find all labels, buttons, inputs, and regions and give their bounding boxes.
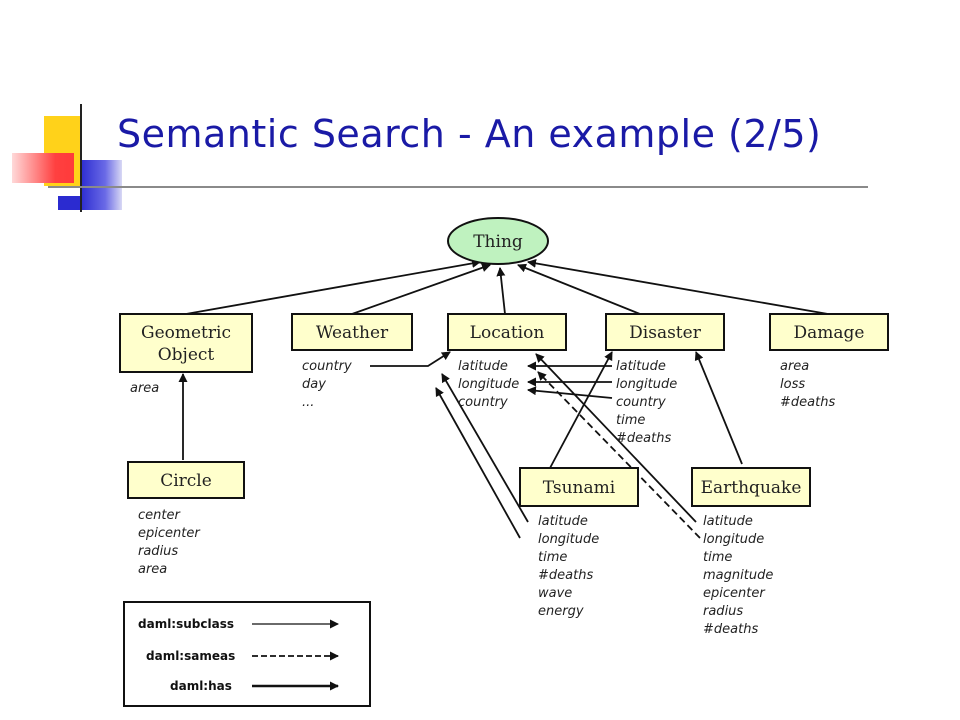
node-geometric-object-label-line2: Object — [158, 345, 215, 365]
node-geometric-object-box — [119, 313, 253, 373]
legend-label-has: daml:has — [170, 679, 232, 693]
node-disaster: Disaster — [605, 313, 725, 351]
attr-item: latitude — [703, 514, 753, 529]
attr-item: country — [458, 395, 508, 410]
edges-subclass — [178, 258, 829, 469]
edge-weather-country-to-location — [370, 351, 451, 367]
attr-item: area — [138, 562, 167, 577]
attrs-tsunami: latitude longitude time #deaths wave ene… — [538, 514, 599, 619]
node-damage-box — [769, 313, 889, 351]
attr-item: latitude — [616, 359, 666, 374]
edge-earthquake-longitude — [537, 371, 701, 539]
edge-weather-to-thing — [351, 263, 491, 315]
decor-red-square — [12, 153, 74, 183]
attr-item: #deaths — [538, 568, 593, 583]
edge-disaster-to-thing — [517, 263, 641, 315]
node-earthquake: Earthquake — [691, 467, 811, 507]
edge-disaster-country — [527, 386, 613, 399]
legend-label-subclass: daml:subclass — [138, 617, 234, 631]
node-thing-shape — [447, 217, 549, 265]
node-geometric-object-label-line1: Geometric — [141, 323, 231, 343]
attr-item: ... — [302, 395, 314, 410]
node-thing-label: Thing — [473, 232, 523, 252]
attr-item: longitude — [703, 532, 764, 547]
attr-item: radius — [703, 604, 743, 619]
attr-item: longitude — [458, 377, 519, 392]
attr-item: country — [302, 359, 352, 374]
node-location-box — [447, 313, 567, 351]
edge-earthquake-to-disaster — [694, 351, 743, 465]
node-weather-box — [291, 313, 413, 351]
node-thing: Thing — [447, 217, 549, 265]
attr-item: area — [130, 381, 159, 396]
attr-item: time — [616, 413, 645, 428]
legend: daml:subclass daml:sameas daml:has — [123, 601, 371, 707]
attr-item: area — [780, 359, 809, 374]
attr-item: magnitude — [703, 568, 773, 583]
node-earthquake-box — [691, 467, 811, 507]
edge-tsunami-latitude — [441, 373, 529, 523]
decor-blue-square — [80, 160, 122, 210]
attr-item: epicenter — [138, 526, 201, 541]
attr-item: energy — [538, 604, 584, 619]
node-tsunami: Tsunami — [519, 467, 639, 507]
node-circle-label: Circle — [160, 471, 212, 491]
node-tsunami-label: Tsunami — [543, 478, 616, 498]
decor-vertical-line — [80, 104, 82, 212]
attr-item: day — [302, 377, 326, 392]
edge-damage-to-thing — [527, 258, 829, 315]
attr-item: epicenter — [703, 586, 766, 601]
edge-earthquake-latitude — [535, 353, 697, 523]
node-disaster-box — [605, 313, 725, 351]
attrs-earthquake: latitude longitude time magnitude epicen… — [703, 514, 773, 637]
node-disaster-label: Disaster — [629, 323, 702, 343]
attr-item: radius — [138, 544, 178, 559]
attrs-location: latitude longitude country — [458, 359, 519, 410]
attrs-damage: area loss #deaths — [780, 359, 835, 410]
attr-item: latitude — [538, 514, 588, 529]
node-tsunami-box — [519, 467, 639, 507]
attr-item: country — [616, 395, 666, 410]
attrs-geometric-object: area — [130, 381, 159, 396]
node-earthquake-label: Earthquake — [701, 478, 802, 498]
attr-item: #deaths — [780, 395, 835, 410]
node-circle-box — [127, 461, 245, 499]
node-damage: Damage — [769, 313, 889, 351]
legend-label-sameas: daml:sameas — [146, 649, 235, 663]
node-circle: Circle — [127, 461, 245, 499]
attr-item: #deaths — [703, 622, 758, 637]
edge-tsunami-longitude — [435, 387, 521, 539]
decor-blue-small-square — [58, 196, 80, 210]
attr-item: latitude — [458, 359, 508, 374]
title-underline — [48, 186, 868, 188]
attr-item: longitude — [616, 377, 677, 392]
attr-item: #deaths — [616, 431, 671, 446]
node-weather: Weather — [291, 313, 413, 351]
node-geometric-object: Geometric Object — [119, 313, 253, 373]
edge-location-to-thing — [496, 267, 506, 315]
edges-has — [370, 351, 701, 539]
node-damage-label: Damage — [794, 323, 865, 343]
node-location-label: Location — [470, 323, 545, 343]
attrs-disaster: latitude longitude country time #deaths — [616, 359, 677, 446]
attr-item: longitude — [538, 532, 599, 547]
edge-geometric-to-thing — [185, 258, 481, 315]
slide-title: Semantic Search - An example (2/5) — [117, 112, 822, 156]
node-weather-label: Weather — [316, 323, 389, 343]
attr-item: loss — [780, 377, 805, 392]
edge-tsunami-to-disaster — [549, 351, 613, 469]
attrs-circle: center epicenter radius area — [138, 508, 201, 577]
attr-item: time — [703, 550, 732, 565]
attrs-weather: country day ... — [302, 359, 352, 410]
attr-item: center — [138, 508, 181, 523]
attr-item: wave — [538, 586, 572, 601]
legend-box — [123, 601, 371, 707]
node-location: Location — [447, 313, 567, 351]
attr-item: time — [538, 550, 567, 565]
